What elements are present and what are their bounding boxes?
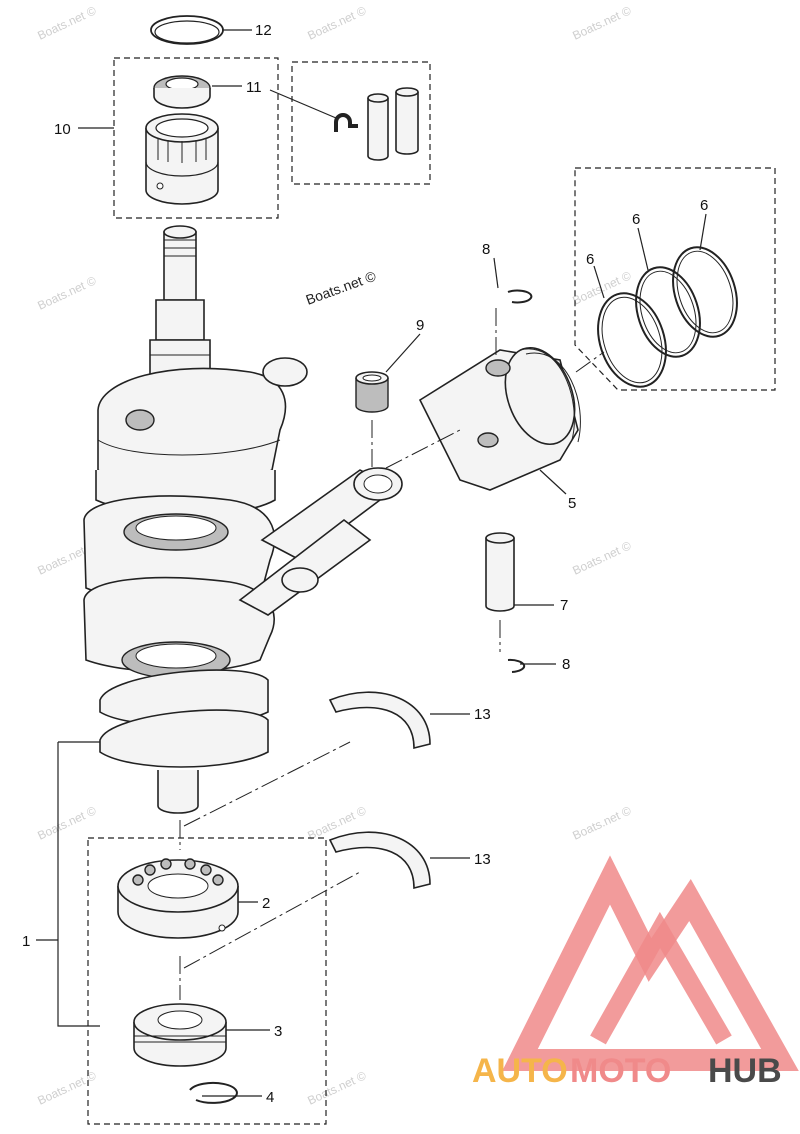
watermark-tile: Boats.net © <box>35 3 98 42</box>
part-10-bearing[interactable] <box>145 113 219 205</box>
watermark-tile: Boats.net © <box>305 1068 368 1107</box>
watermark-tile: Boats.net © <box>305 3 368 42</box>
watermark-tile: Boats.net © <box>35 273 98 312</box>
logo-text-moto: MOTO <box>570 1052 671 1090</box>
callout-labels: 12 11 10 8 9 6 6 6 5 7 8 13 13 2 1 3 4 <box>22 22 708 1106</box>
part-12-ring[interactable] <box>150 15 224 45</box>
part-13-thrust-bottom[interactable] <box>328 831 431 890</box>
watermark-tile: Boats.net © <box>570 538 633 577</box>
part-4-snap-ring[interactable] <box>189 1081 238 1104</box>
group-box-bearing <box>113 57 279 219</box>
callout-11: 11 <box>246 79 262 96</box>
watermark-tile: Boats.net © <box>570 3 633 42</box>
part-2-ball-bearing[interactable] <box>117 858 239 939</box>
grease-detail <box>334 87 419 161</box>
part-11-seal[interactable] <box>153 75 211 109</box>
callout-13-top: 13 <box>474 706 491 723</box>
leader-lines <box>36 29 707 1097</box>
callout-2: 2 <box>262 895 270 912</box>
part-5-piston[interactable] <box>418 338 587 491</box>
part-8-clip-bottom[interactable] <box>507 658 526 673</box>
callout-13-bottom: 13 <box>474 851 491 868</box>
logo-text-auto: AUTO <box>472 1052 568 1090</box>
automotohub-logo: AUTO MOTO HUB <box>472 855 799 1090</box>
callout-6-left: 6 <box>586 251 594 268</box>
part-8-clip-top[interactable] <box>507 289 533 304</box>
callout-6-middle: 6 <box>632 211 640 228</box>
part-3-seal[interactable] <box>133 1003 227 1067</box>
center-lines <box>179 308 605 1000</box>
watermark-tile: Boats.net © <box>35 1068 98 1107</box>
watermark-main: Boats.net © <box>304 267 379 307</box>
part-9-needle-bearing[interactable] <box>355 371 389 413</box>
callout-9: 9 <box>416 317 424 334</box>
watermark-tile: Boats.net © <box>570 268 633 307</box>
logo-text-hub: HUB <box>708 1052 782 1090</box>
callout-1: 1 <box>22 933 30 950</box>
watermark-tile: Boats.net © <box>35 803 98 842</box>
callout-8-top: 8 <box>482 241 490 258</box>
connecting-rod[interactable] <box>238 467 403 616</box>
callout-4: 4 <box>266 1089 274 1106</box>
callout-3: 3 <box>274 1023 282 1040</box>
callout-10: 10 <box>54 121 71 138</box>
grease-icon <box>334 113 358 132</box>
callout-8-bottom: 8 <box>562 656 570 673</box>
watermark-tile: Boats.net © <box>570 803 633 842</box>
crankshaft[interactable] <box>83 225 308 814</box>
callout-5: 5 <box>568 495 576 512</box>
logo-triangle-icon <box>502 855 799 1071</box>
callout-6-right: 6 <box>700 197 708 214</box>
group-box-rings <box>574 167 776 391</box>
part-6-rings[interactable] <box>587 239 748 396</box>
callout-12: 12 <box>255 22 272 39</box>
group-box-crankshaft-bottom <box>87 837 327 1125</box>
callout-7: 7 <box>560 597 568 614</box>
part-13-thrust-top[interactable] <box>328 691 431 750</box>
part-7-piston-pin[interactable] <box>485 532 515 612</box>
